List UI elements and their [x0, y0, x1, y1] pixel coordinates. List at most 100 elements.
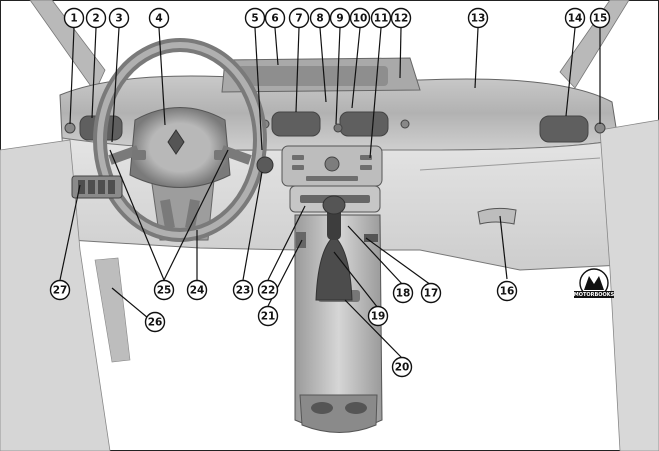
callout-circle [108, 7, 130, 29]
callout-number: 1 [70, 13, 77, 25]
callout-9: 9 [329, 7, 351, 29]
callout-circle [392, 282, 414, 304]
callout-number: 2 [92, 13, 99, 25]
callout-number: 20 [395, 362, 410, 374]
left-a-pillar [29, 0, 106, 93]
callout-27: 27 [49, 279, 71, 301]
callout-number: 3 [115, 13, 122, 25]
callout-6: 6 [264, 7, 286, 29]
callout-circle [288, 7, 310, 29]
hazard-switch [333, 123, 343, 133]
renault-logo [167, 129, 185, 155]
audio-knob [324, 156, 340, 172]
publisher-logo-text: MOTORBOOKS [574, 292, 615, 298]
callout-circle [257, 279, 279, 301]
callout-8: 8 [309, 7, 331, 29]
left-door-pocket [94, 257, 131, 363]
callout-circle [329, 7, 351, 29]
callout-circle [467, 7, 489, 29]
callout-13: 13 [467, 7, 489, 29]
callout-number: 22 [261, 285, 276, 297]
right-door-panel [599, 119, 659, 451]
center-vent-knob-right [400, 119, 410, 129]
callout-number: 25 [157, 285, 172, 297]
callout-23: 23 [232, 279, 254, 301]
dash-seam [419, 157, 601, 171]
console-socket [296, 232, 306, 248]
callout-number: 14 [568, 13, 583, 25]
leader-lines [59, 27, 601, 359]
callout-circle [367, 305, 389, 327]
right-outer-vent [539, 115, 589, 143]
callout-number: 17 [424, 288, 439, 300]
callout-number: 26 [148, 317, 163, 329]
callout-circle [144, 311, 166, 333]
callout-number: 27 [53, 285, 68, 297]
callout-14: 14 [564, 7, 586, 29]
callout-number: 5 [251, 13, 258, 25]
callout-16: 16 [496, 280, 518, 302]
callout-number: 4 [155, 13, 162, 25]
callout-number: 10 [353, 13, 368, 25]
callout-17: 17 [420, 282, 442, 304]
callout-circle [589, 7, 611, 29]
wheel-buttons-left [132, 150, 146, 160]
callout-circle [153, 279, 175, 301]
callout-7: 7 [288, 7, 310, 29]
callout-25: 25 [153, 279, 175, 301]
callout-circle [186, 279, 208, 301]
callout-11: 11 [370, 7, 392, 29]
cup-holder-right [345, 402, 367, 414]
callout-number: 12 [394, 13, 409, 25]
callout-24: 24 [186, 279, 208, 301]
gear-knob [322, 195, 346, 215]
callout-circle [496, 280, 518, 302]
steering-wheel-rim-highlight [97, 42, 263, 238]
callout-number: 24 [190, 285, 205, 297]
callout-number: 19 [371, 311, 386, 323]
right-a-pillar [559, 0, 630, 89]
callout-22: 22 [257, 279, 279, 301]
callout-number: 8 [316, 13, 323, 25]
instrument-display [238, 66, 388, 86]
callout-2: 2 [85, 7, 107, 29]
callout-number: 11 [374, 13, 389, 25]
callout-number: 6 [271, 13, 278, 25]
callout-circle [309, 7, 331, 29]
callout-20: 20 [391, 356, 413, 378]
callout-21: 21 [257, 305, 279, 327]
center-left-vent [271, 111, 321, 137]
callout-15: 15 [589, 7, 611, 29]
steering-spokes [108, 145, 252, 229]
callout-number: 21 [261, 311, 276, 323]
callout-3: 3 [108, 7, 130, 29]
callout-circle [63, 7, 85, 29]
callout-circle [390, 7, 412, 29]
callout-number: 16 [500, 286, 515, 298]
callout-4: 4 [148, 7, 170, 29]
cup-holders [299, 394, 378, 433]
callout-19: 19 [367, 305, 389, 327]
callout-circle [264, 7, 286, 29]
callout-circle [370, 7, 392, 29]
callout-number: 13 [471, 13, 486, 25]
callout-circle [232, 279, 254, 301]
callout-18: 18 [392, 282, 414, 304]
publisher-logo: MOTORBOOKS [574, 268, 615, 298]
callout-circle [49, 279, 71, 301]
left-vent-knob [64, 122, 76, 134]
start-button [256, 156, 274, 174]
callout-circle [244, 7, 266, 29]
callout-10: 10 [349, 7, 371, 29]
audio-buttons [292, 155, 372, 181]
callout-number: 9 [336, 13, 343, 25]
callout-number: 15 [593, 13, 608, 25]
callout-number: 7 [295, 13, 302, 25]
right-vent-knob [594, 122, 606, 134]
callout-number: 23 [236, 285, 251, 297]
callout-1: 1 [63, 7, 85, 29]
callout-5: 5 [244, 7, 266, 29]
callout-12: 12 [390, 7, 412, 29]
